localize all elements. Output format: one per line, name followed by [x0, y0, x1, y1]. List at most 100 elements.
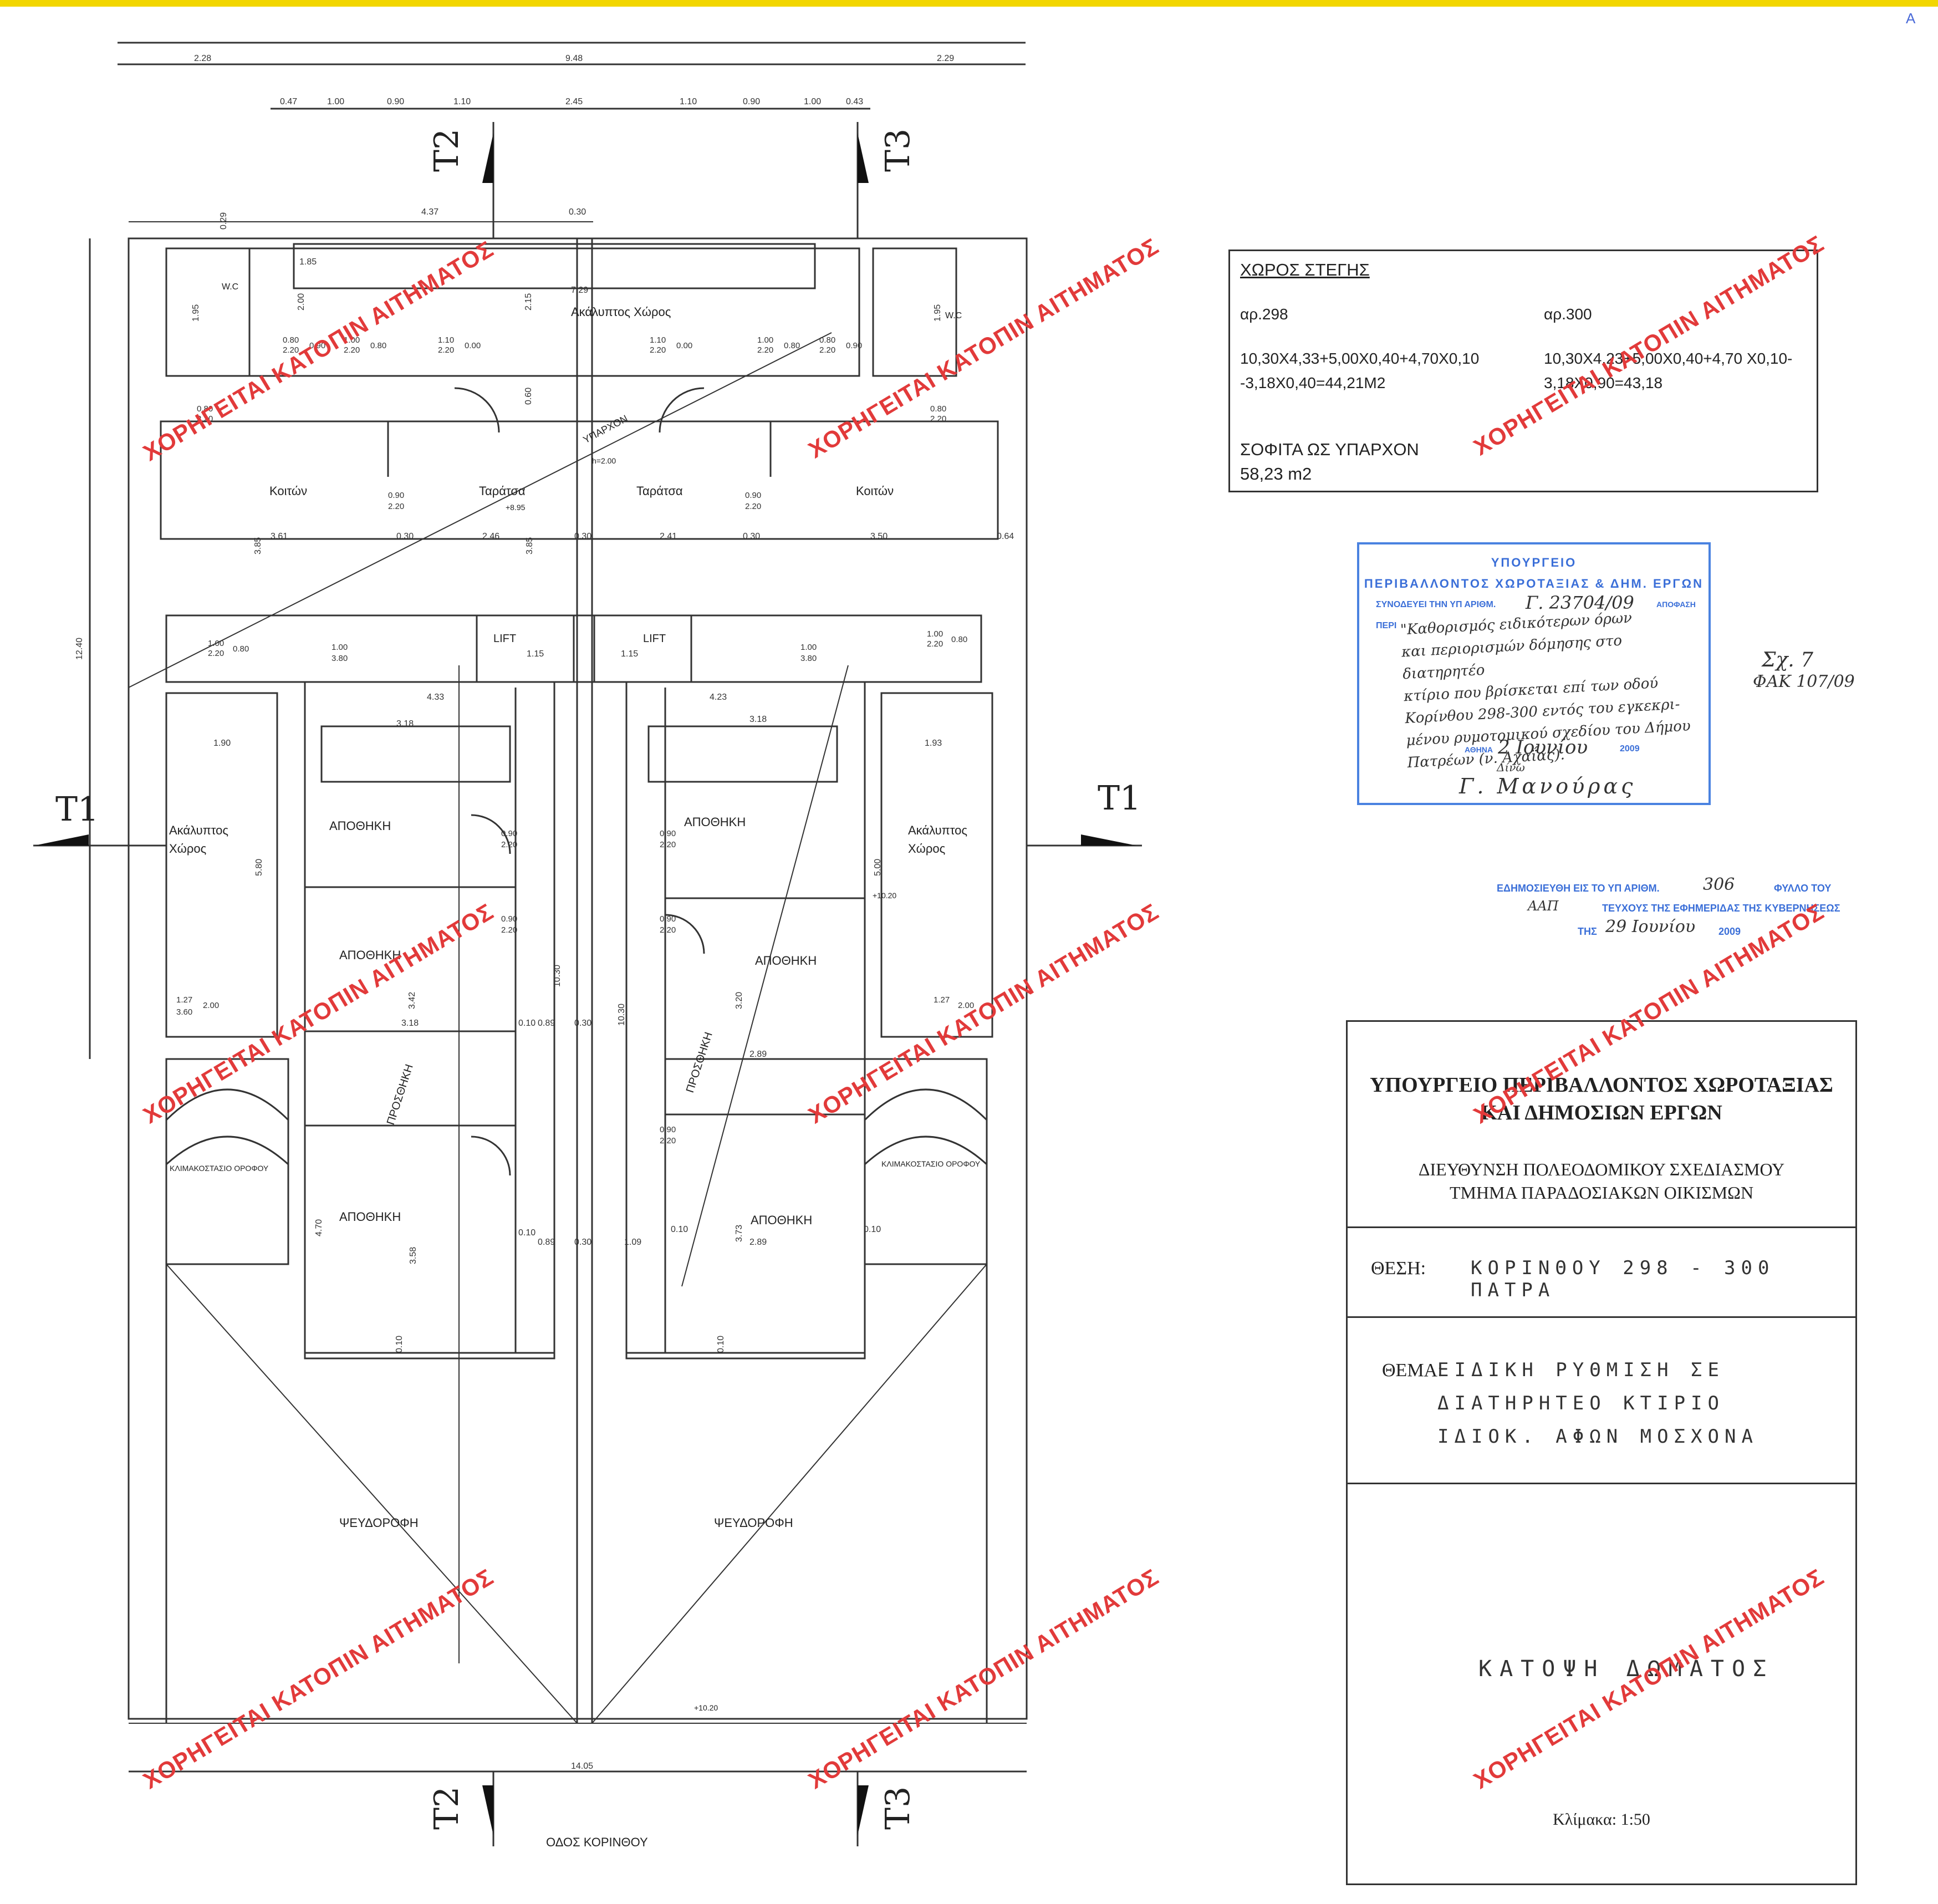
stamp-date: 2 Ιουνίου	[1498, 736, 1588, 758]
stamp-decision-no: Γ. 23704/09	[1526, 592, 1634, 613]
dim-text: 0.30	[574, 1019, 591, 1028]
stairwell-right	[864, 1058, 988, 1265]
dim-text: 1.15	[527, 649, 544, 659]
courtyard-right-label: Χώρος	[908, 842, 945, 856]
opening-label: 1.00	[208, 639, 224, 648]
section-arrow-icon	[482, 1785, 493, 1835]
dim-text: 1.85	[299, 257, 317, 267]
dim-text: 0.30	[743, 532, 760, 541]
lift-left	[476, 614, 575, 683]
side-note-sx: Σχ. 7	[1762, 649, 1814, 671]
stamp-sign-small: Δίνω	[1497, 761, 1525, 774]
pub-pre: ΕΔΗΜΟΣΙΕΥΘΗ ΕΙΣ ΤΟ ΥΠ ΑΡΙΘΜ.	[1497, 883, 1660, 894]
dim-text: 4.37	[421, 207, 438, 217]
dim-text: 1.00	[327, 97, 344, 106]
opening-label: 1.00	[800, 643, 817, 652]
dim-text: 0.30	[569, 207, 586, 217]
stair-left	[320, 725, 511, 783]
opening-label: 1.10	[650, 335, 666, 345]
opening-label: 2.20	[819, 345, 835, 355]
subject-line2: ΔΙΑΤΗΡΗΤΕΟ ΚΤΙΡΙΟ	[1437, 1392, 1725, 1414]
opening-label: 2.20	[930, 414, 946, 424]
dim-text: 2.00	[297, 293, 306, 310]
opening-label: 2.00	[958, 1001, 974, 1010]
opening-label: 2.20	[283, 345, 299, 355]
section-arrow-icon	[34, 834, 89, 846]
opening-label: 0.80	[930, 404, 946, 414]
dim-text: 2.28	[194, 54, 211, 63]
opening-label: 2.20	[650, 345, 666, 355]
section-label-t2: T2	[427, 129, 466, 172]
stair-right	[647, 725, 838, 783]
stairwell-label: ΚΛΙΜΑΚΟΣΤΑΣΙΟ ΟΡΟΦΟΥ	[170, 1164, 269, 1173]
dim-text: 0.10	[518, 1228, 536, 1238]
section-arrow-icon	[1081, 834, 1136, 846]
dim-text: 1.10	[453, 97, 471, 106]
street-label: ΟΔΟΣ ΚΟΡΙΝΘΟΥ	[546, 1835, 648, 1849]
bedroom-label: Κοιτών	[856, 484, 894, 498]
terrace-label: Ταράτσα	[636, 484, 683, 498]
storage-label: ΑΠΟΘΗΚΗ	[339, 1210, 401, 1224]
door-swing	[659, 387, 705, 433]
terrace-outline	[160, 420, 999, 540]
lift-label: LIFT	[493, 633, 516, 645]
dim-text: 0.10	[864, 1225, 881, 1234]
opening-label: 0.90	[501, 914, 517, 924]
left-house-outline	[304, 681, 555, 1360]
dim-text: 0.89	[538, 1238, 555, 1247]
subject-cell: ΘΕΜΑ: ΕΙΔΙΚΗ ΡΥΘΜΙΣΗ ΣΕ ΔΙΑΤΗΡΗΤΕΟ ΚΤΙΡΙ…	[1348, 1318, 1855, 1484]
opening-label: 3.60	[176, 1007, 192, 1017]
dim-text: 10.30	[617, 1004, 626, 1026]
opening-label: 2.00	[203, 1001, 219, 1010]
stamp-signature: Γ. Μανούρας	[1459, 774, 1636, 798]
opening-label: 0.90	[660, 829, 676, 838]
storage-label: ΑΠΟΘΗΚΗ	[755, 954, 817, 968]
level-label: +10.20	[873, 891, 896, 900]
opening-label: 0.80	[197, 404, 213, 414]
door-swing	[454, 387, 500, 433]
courtyard-left-label: Ακάλυπτος	[169, 823, 228, 837]
ministry-line2: ΚΑΙ ΔΗΜΟΣΙΩΝ ΕΡΓΩΝ	[1481, 1101, 1722, 1124]
opening-label: 2.20	[660, 1136, 676, 1146]
subject-label: ΘΕΜΑ:	[1382, 1360, 1443, 1381]
dim-text: 0.10	[671, 1225, 688, 1234]
door-swing	[471, 1136, 511, 1176]
terrace-label: Ταράτσα	[479, 484, 526, 498]
opening-label: 1.00	[344, 335, 360, 345]
roof-col1-text: 10,30Χ4,33+5,00Χ0,40+4,70Χ0,10 -3,18Χ0,4…	[1240, 350, 1480, 391]
dept-line2: ΤΜΗΜΑ ΠΑΡΑΔΟΣΙΑΚΩΝ ΟΙΚΙΣΜΩΝ	[1449, 1183, 1754, 1203]
dim-text: 9.48	[565, 54, 583, 63]
dim-text: 5.80	[254, 859, 264, 876]
dim-text: 0.60	[524, 388, 533, 405]
false-ceiling-label: ΨΕΥΔΟΡΟΦΗ	[339, 1516, 419, 1530]
opening-label: 0.90	[660, 1125, 676, 1134]
right-courtyard	[880, 692, 993, 1038]
dim-text: 0.43	[846, 97, 863, 106]
wc-left	[165, 247, 251, 377]
diagonal-line	[681, 665, 849, 1287]
stairwell-left	[165, 1058, 289, 1265]
opening-label: 0.80	[819, 335, 835, 345]
stairwell-label: ΚΛΙΜΑΚΟΣΤΑΣΙΟ ΟΡΟΦΟΥ	[881, 1159, 981, 1168]
dim-text: 3.85	[253, 537, 263, 554]
dim-text: 3.20	[735, 992, 744, 1009]
pub-the: ΤΗΣ	[1578, 926, 1597, 937]
dim-text: 3.18	[396, 719, 414, 729]
dim-text: 2.46	[482, 532, 499, 541]
roof-area-title: ΧΩΡΟΣ ΣΤΕΓΗΣ	[1240, 260, 1370, 279]
stamp-apof: ΑΠΟΦΑΣΗ	[1656, 600, 1696, 609]
dim-text: 2.29	[937, 54, 954, 63]
dim-text: 0.90	[743, 97, 760, 106]
opening-label: 2.20	[438, 345, 454, 355]
level-label: +10.20	[694, 1703, 718, 1712]
dim-text: 1.00	[804, 97, 821, 106]
door-swing	[471, 814, 511, 854]
opening-label: 3.80	[800, 654, 817, 663]
dim-text: 2.45	[565, 97, 583, 106]
opening-label: 2.20	[757, 345, 773, 355]
storage-label: ΑΠΟΘΗΚΗ	[329, 819, 391, 833]
stair-curve	[864, 1088, 988, 1165]
roof-col1-head: αρ.298	[1240, 306, 1288, 323]
roof-col2-text: 10,30Χ4,23+5,00Χ0,40+4,70 Χ0,10-3,18Χ0,9…	[1544, 350, 1793, 391]
stamp-city: ΑΘΗΝΑ	[1465, 745, 1493, 754]
